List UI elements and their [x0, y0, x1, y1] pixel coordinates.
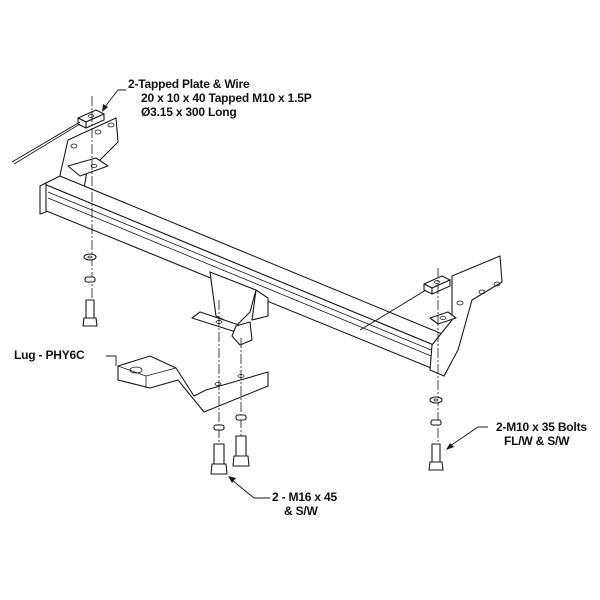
- center-spring-washer-1: [213, 424, 225, 431]
- crossbar: [39, 175, 453, 371]
- center-bolt-2: [232, 435, 250, 467]
- side-bolts-washers: FL/W & S/W: [504, 434, 570, 448]
- side-bolts-title: 2-M10 x 35 Bolts: [496, 420, 587, 434]
- tapped-plate-title: 2-Tapped Plate & Wire: [128, 77, 250, 91]
- center-spring-washer-2: [235, 414, 247, 421]
- right-bolt: [428, 443, 444, 471]
- right-washer: [429, 396, 443, 404]
- tow-lug: [117, 355, 269, 413]
- left-bolt: [82, 299, 98, 327]
- left-washer: [83, 253, 97, 261]
- lug-title: Lug - PHY6C: [14, 348, 85, 362]
- left-wire-shadow: [13, 123, 81, 165]
- lug-leader: [106, 355, 117, 366]
- center-hitch-mount: [191, 271, 269, 346]
- center-bolts-title: 2 - M16 x 45: [272, 490, 337, 504]
- right-wire: [359, 289, 427, 331]
- left-spring-washer: [84, 276, 96, 283]
- tapped-plate-leader: [102, 89, 126, 112]
- left-tapped-plate: [77, 109, 105, 129]
- lug-callout: Lug - PHY6C: [14, 348, 85, 362]
- right-mounting-bracket: [429, 255, 503, 377]
- tapped-plate-callout: 2-Tapped Plate & Wire 20 x 10 x 40 Tappe…: [128, 77, 312, 119]
- left-wire: [11, 121, 81, 163]
- center-bolts-callout: 2 - M16 x 45 & S/W: [272, 490, 337, 518]
- tapped-plate-spec: 20 x 10 x 40 Tapped M10 x 1.5P: [141, 91, 312, 105]
- center-bolt-1: [210, 443, 228, 475]
- right-tapped-plate: [423, 275, 451, 295]
- side-bolts-leader: [446, 426, 488, 450]
- wire-spec: Ø3.15 x 300 Long: [141, 105, 237, 119]
- side-bolts-callout: 2-M10 x 35 Bolts FL/W & S/W: [496, 420, 587, 448]
- center-bolts-washers: & S/W: [284, 504, 318, 518]
- right-spring-washer: [430, 419, 442, 426]
- center-bolts-leader: [228, 476, 270, 499]
